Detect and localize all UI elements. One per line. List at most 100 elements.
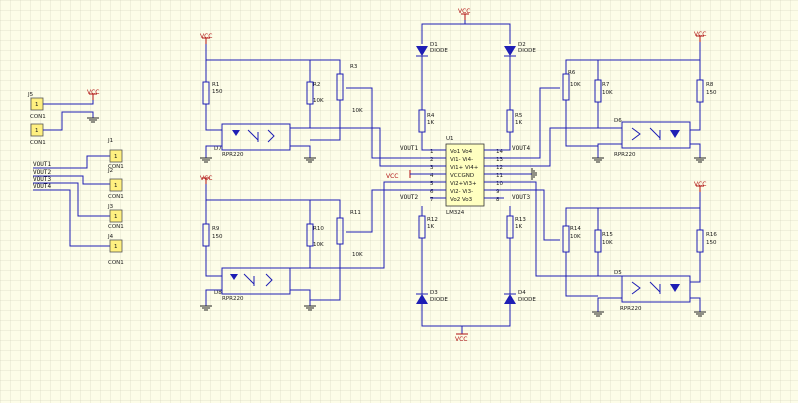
svg-text:7: 7 (430, 197, 434, 203)
connector-j5: J5 1 CON1 1 CON1 VCC (27, 89, 100, 146)
svg-text:150: 150 (706, 90, 717, 96)
connector-j3: J3 1 CON1 (107, 204, 124, 230)
connector-j5-name: CON1 (30, 114, 46, 120)
svg-text:Vi1+ Vi4+: Vi1+ Vi4+ (450, 165, 479, 171)
svg-text:RPR220: RPR220 (620, 306, 642, 312)
svg-text:10K: 10K (313, 242, 324, 248)
svg-text:Vi2+Vi3+: Vi2+Vi3+ (450, 181, 477, 187)
svg-text:RPR220: RPR220 (614, 152, 636, 158)
svg-text:D4: D4 (518, 290, 526, 296)
svg-text:R9: R9 (212, 226, 220, 232)
svg-text:D5: D5 (614, 270, 622, 276)
svg-text:DIODE: DIODE (430, 48, 448, 54)
svg-text:VCC: VCC (694, 181, 706, 188)
diode-d3: D3 DIODE (416, 290, 448, 304)
svg-text:D1: D1 (430, 42, 438, 48)
connector-j6-name: CON1 (30, 140, 46, 146)
svg-text:10: 10 (496, 181, 503, 187)
sensor-group-top-right: VCC R8 150 R7 10K R6 10K D6 RPR220 (504, 31, 717, 167)
svg-text:CON1: CON1 (108, 194, 124, 200)
svg-text:VCC: VCC (200, 33, 212, 40)
svg-text:3: 3 (430, 165, 434, 171)
svg-text:VCC: VCC (386, 173, 398, 180)
resistor-r4: R4 1K (418, 109, 435, 151)
svg-text:R10: R10 (313, 226, 324, 232)
svg-text:VCC: VCC (694, 31, 706, 38)
svg-text:D6: D6 (614, 118, 622, 124)
svg-text:Vi1- Vi4-: Vi1- Vi4- (450, 157, 473, 163)
sensor-group-bottom-right: VCC R16 150 R15 10K R14 10K D5 RPR220 (504, 181, 717, 317)
svg-text:DIODE: DIODE (430, 297, 448, 303)
svg-text:R11: R11 (350, 210, 361, 216)
svg-text:VCC: VCC (458, 8, 470, 15)
svg-text:150: 150 (212, 234, 223, 240)
svg-text:CON1: CON1 (108, 224, 124, 230)
svg-text:12: 12 (496, 165, 503, 171)
connector-j6-pin: 1 (35, 128, 39, 134)
connector-j5-pin: 1 (35, 102, 39, 108)
svg-text:CON1: CON1 (108, 260, 124, 266)
svg-text:R2: R2 (313, 82, 320, 88)
connector-j1: J1 1 CON1 (107, 138, 124, 170)
svg-text:1: 1 (430, 149, 434, 155)
svg-text:U1: U1 (446, 136, 454, 142)
svg-text:VOUT2: VOUT2 (400, 194, 418, 201)
svg-text:11: 11 (496, 173, 503, 179)
svg-text:5: 5 (430, 181, 434, 187)
top-vcc-rail: VCC (421, 8, 511, 44)
svg-text:10K: 10K (313, 98, 324, 104)
svg-text:1K: 1K (427, 120, 434, 126)
vcc-label-j5: VCC (87, 89, 99, 96)
vout-bus: VOUT1 VOUT2 VOUT3 VOUT4 (33, 155, 110, 247)
svg-text:10K: 10K (602, 240, 613, 246)
svg-text:1K: 1K (427, 224, 434, 230)
svg-text:VCC: VCC (200, 175, 212, 182)
svg-text:10K: 10K (602, 90, 613, 96)
svg-text:R1: R1 (212, 82, 219, 88)
svg-text:J2: J2 (107, 168, 113, 174)
diode-d4: D4 DIODE (504, 290, 536, 304)
svg-text:1K: 1K (515, 120, 522, 126)
svg-text:150: 150 (706, 240, 717, 246)
vout3-label: VOUT3 (33, 176, 51, 183)
svg-text:1: 1 (114, 244, 118, 250)
svg-text:8: 8 (496, 197, 500, 203)
svg-text:Vo2 Vo3: Vo2 Vo3 (450, 197, 473, 203)
svg-text:1: 1 (114, 183, 118, 189)
svg-text:CON1: CON1 (108, 164, 124, 170)
resistor-r12: R12 1K (418, 206, 438, 294)
svg-text:DIODE: DIODE (518, 48, 536, 54)
svg-text:D3: D3 (430, 290, 438, 296)
svg-text:R16: R16 (706, 232, 717, 238)
svg-text:LM324: LM324 (446, 210, 465, 216)
svg-text:R5: R5 (515, 113, 523, 119)
svg-text:RPR220: RPR220 (222, 152, 244, 158)
svg-text:1: 1 (114, 154, 118, 160)
svg-text:10K: 10K (570, 234, 581, 240)
svg-text:RPR220: RPR220 (222, 296, 244, 302)
svg-text:R3: R3 (350, 64, 358, 70)
svg-text:D7: D7 (214, 146, 222, 152)
svg-text:J4: J4 (107, 234, 114, 240)
svg-text:DIODE: DIODE (518, 297, 536, 303)
svg-text:6: 6 (430, 189, 434, 195)
svg-text:14: 14 (496, 149, 503, 155)
diode-d2: D2 DIODE (504, 42, 536, 110)
svg-text:Vi2- Vi3-: Vi2- Vi3- (450, 189, 473, 195)
svg-text:R6: R6 (568, 70, 576, 76)
diode-d1: D1 DIODE (416, 42, 448, 110)
svg-text:9: 9 (496, 189, 500, 195)
svg-text:R4: R4 (427, 113, 435, 119)
vout1-label: VOUT1 (33, 161, 51, 168)
svg-text:VCCGND: VCCGND (450, 173, 474, 179)
svg-text:10K: 10K (352, 108, 363, 114)
resistor-r13: R13 1K (506, 206, 526, 294)
svg-text:1: 1 (114, 214, 118, 220)
svg-text:10K: 10K (352, 252, 363, 258)
vout2-label: VOUT2 (33, 169, 51, 176)
svg-text:1K: 1K (515, 224, 522, 230)
svg-text:J3: J3 (107, 204, 114, 210)
svg-text:R15: R15 (602, 232, 613, 238)
